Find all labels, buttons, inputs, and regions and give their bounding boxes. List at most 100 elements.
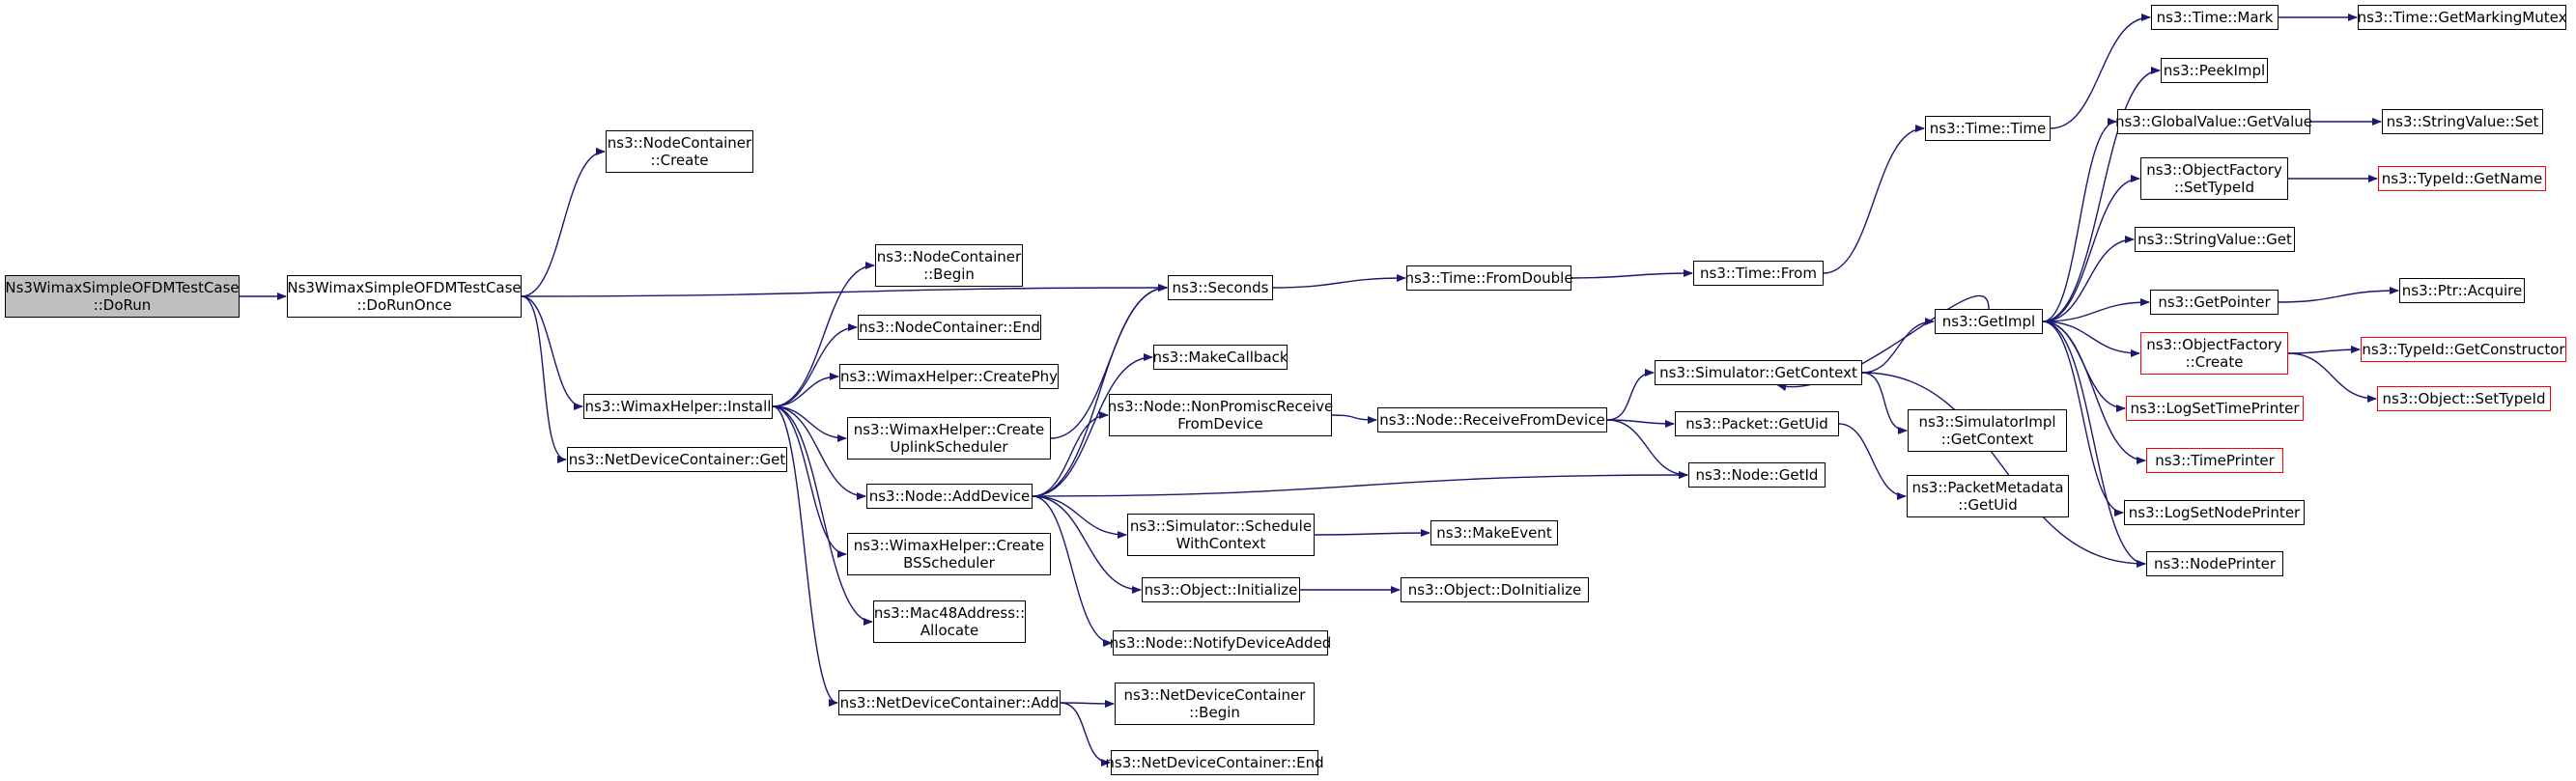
node-label: ns3::Time::GetMarkingMutex bbox=[2357, 9, 2567, 26]
edge-doRunOnce-seconds bbox=[521, 284, 1168, 297]
node-obj-fact-set-type-id[interactable]: ns3::ObjectFactory ::SetTypeId bbox=[2140, 157, 2288, 200]
node-string-value-get[interactable]: ns3::StringValue::Get bbox=[2135, 227, 2295, 252]
node-receive-from-device[interactable]: ns3::Node::ReceiveFromDevice bbox=[1377, 407, 1607, 432]
node-get-context[interactable]: ns3::Simulator::GetContext bbox=[1655, 360, 1862, 385]
node-obj-fact-create[interactable]: ns3::ObjectFactory ::Create bbox=[2140, 332, 2288, 375]
node-label: ns3::GetImpl bbox=[1941, 313, 2036, 330]
node-label: ns3::ObjectFactory ::SetTypeId bbox=[2146, 161, 2282, 196]
edge-addDevice-nonPromisc bbox=[1032, 411, 1109, 497]
edge-schedWithCtx-makeEvent bbox=[1314, 529, 1430, 538]
node-wimax-install[interactable]: ns3::WimaxHelper::Install bbox=[583, 394, 773, 419]
node-create-phy[interactable]: ns3::WimaxHelper::CreatePhy bbox=[839, 364, 1059, 389]
edge-wimaxInstall-macAllocate bbox=[772, 405, 873, 626]
edge-timeTime-timeMark bbox=[2050, 14, 2151, 129]
node-label: ns3::MakeEvent bbox=[1436, 524, 1552, 542]
node-get-marking-mutex[interactable]: ns3::Time::GetMarkingMutex bbox=[2358, 5, 2566, 30]
node-sim-impl-get-context[interactable]: ns3::SimulatorImpl ::GetContext bbox=[1908, 409, 2067, 452]
node-node-printer[interactable]: ns3::NodePrinter bbox=[2146, 551, 2283, 576]
node-obj-set-type-id[interactable]: ns3::Object::SetTypeId bbox=[2377, 386, 2551, 411]
node-obj-init[interactable]: ns3::Object::Initialize bbox=[1142, 577, 1300, 602]
node-do-initialize[interactable]: ns3::Object::DoInitialize bbox=[1401, 577, 1589, 602]
node-label: ns3::Node::NonPromiscReceive FromDevice bbox=[1107, 398, 1334, 432]
node-label: ns3::Simulator::Schedule WithContext bbox=[1129, 517, 1313, 552]
node-label: ns3::StringValue::Set bbox=[2386, 113, 2539, 130]
node-type-id-get-name[interactable]: ns3::TypeId::GetName bbox=[2378, 166, 2546, 191]
node-label: ns3::Time::Time bbox=[1929, 120, 2047, 137]
node-label: ns3::NodeContainer ::Begin bbox=[876, 248, 1022, 283]
node-global-get-value[interactable]: ns3::GlobalValue::GetValue bbox=[2115, 109, 2312, 134]
node-net-dev-get[interactable]: ns3::NetDeviceContainer::Get bbox=[567, 447, 787, 472]
edge-doRunOnce-nodeContainerCreate bbox=[521, 148, 606, 297]
node-label: ns3::Node::AddDevice bbox=[868, 488, 1031, 505]
edge-getImpl-globalGetValue bbox=[2042, 118, 2117, 322]
node-label: ns3::Object::Initialize bbox=[1144, 581, 1298, 599]
node-non-promisc[interactable]: ns3::Node::NonPromiscReceive FromDevice bbox=[1107, 394, 1334, 436]
edge-getImpl-timePrinter bbox=[2042, 321, 2146, 464]
node-type-id-get-ctor[interactable]: ns3::TypeId::GetConstructor bbox=[2361, 337, 2566, 362]
node-mac-allocate[interactable]: ns3::Mac48Address:: Allocate bbox=[873, 600, 1026, 643]
node-label: ns3::NetDeviceContainer::Add bbox=[839, 694, 1060, 711]
node-net-dev-begin[interactable]: ns3::NetDeviceContainer ::Begin bbox=[1115, 683, 1315, 725]
node-node-get-id[interactable]: ns3::Node::GetId bbox=[1688, 462, 1826, 488]
node-seconds[interactable]: ns3::Seconds bbox=[1168, 275, 1273, 300]
node-label: ns3::Node::ReceiveFromDevice bbox=[1379, 411, 1605, 429]
edge-getContext-simImplGetContext bbox=[1861, 372, 1908, 434]
node-log-set-time-printer[interactable]: ns3::LogSetTimePrinter bbox=[2126, 396, 2304, 421]
node-make-callback[interactable]: ns3::MakeCallback bbox=[1152, 345, 1288, 370]
node-from-double[interactable]: ns3::Time::FromDouble bbox=[1404, 265, 1573, 291]
node-label: ns3::NetDeviceContainer ::Begin bbox=[1123, 686, 1306, 721]
node-label: Ns3WimaxSimpleOFDMTestCase ::DoRunOnce bbox=[287, 279, 522, 314]
node-create-b-s[interactable]: ns3::WimaxHelper::Create BSScheduler bbox=[847, 533, 1051, 575]
node-node-container-end[interactable]: ns3::NodeContainer::End bbox=[858, 315, 1041, 340]
node-make-event[interactable]: ns3::MakeEvent bbox=[1430, 520, 1558, 545]
node-label: ns3::PeekImpl bbox=[2163, 62, 2266, 79]
node-label: ns3::GetPointer bbox=[2158, 293, 2271, 311]
node-pkt-meta-get-uid[interactable]: ns3::PacketMetadata ::GetUid bbox=[1907, 475, 2069, 517]
node-label: ns3::Node::GetId bbox=[1695, 466, 1819, 484]
node-label: ns3::MakeCallback bbox=[1152, 349, 1288, 366]
node-ptr-acquire[interactable]: ns3::Ptr::Acquire bbox=[2399, 278, 2525, 303]
node-get-pointer[interactable]: ns3::GetPointer bbox=[2150, 290, 2279, 315]
node-string-value-set[interactable]: ns3::StringValue::Set bbox=[2382, 109, 2543, 134]
node-label: ns3::NetDeviceContainer::Get bbox=[568, 451, 786, 468]
edge-wimaxInstall-nodeContainerBegin bbox=[772, 262, 875, 407]
edge-wimaxInstall-netDevAdd bbox=[772, 405, 838, 707]
node-label: ns3::WimaxHelper::Install bbox=[584, 398, 772, 415]
node-sched-with-ctx[interactable]: ns3::Simulator::Schedule WithContext bbox=[1127, 514, 1315, 556]
edge-objFactCreate-objSetTypeId bbox=[2287, 352, 2377, 403]
node-create-uplink[interactable]: ns3::WimaxHelper::Create UplinkScheduler bbox=[847, 417, 1051, 460]
edge-addDevice-objInit bbox=[1032, 495, 1142, 594]
node-peek-impl[interactable]: ns3::PeekImpl bbox=[2161, 58, 2268, 83]
edge-wimaxInstall-addDevice bbox=[772, 405, 866, 500]
node-time-mark[interactable]: ns3::Time::Mark bbox=[2151, 5, 2279, 30]
edge-addDevice-seconds bbox=[1032, 284, 1168, 497]
edge-doRunOnce-wimaxInstall bbox=[521, 295, 583, 410]
node-do-run-once[interactable]: Ns3WimaxSimpleOFDMTestCase ::DoRunOnce bbox=[287, 275, 522, 318]
edge-getPointer-ptrAcquire bbox=[2278, 287, 2399, 303]
node-label: Ns3WimaxSimpleOFDMTestCase ::DoRun bbox=[5, 279, 240, 314]
node-label: ns3::Mac48Address:: Allocate bbox=[873, 604, 1026, 639]
node-time-from[interactable]: ns3::Time::From bbox=[1693, 261, 1824, 286]
node-label: ns3::WimaxHelper::Create BSScheduler bbox=[853, 537, 1045, 572]
node-label: ns3::LogSetNodePrinter bbox=[2128, 504, 2301, 521]
edge-getImpl-objFactCreate bbox=[2042, 321, 2140, 357]
node-label: ns3::SimulatorImpl ::GetContext bbox=[1918, 413, 2056, 448]
node-node-container-create[interactable]: ns3::NodeContainer ::Create bbox=[606, 130, 753, 173]
edge-getContext-getImpl bbox=[1861, 318, 1935, 374]
node-node-container-begin[interactable]: ns3::NodeContainer ::Begin bbox=[875, 244, 1023, 287]
node-packet-get-uid[interactable]: ns3::Packet::GetUid bbox=[1675, 411, 1839, 436]
edge-getImpl-objFactSetTypeId bbox=[2042, 175, 2140, 322]
node-time-time[interactable]: ns3::Time::Time bbox=[1925, 116, 2051, 141]
node-time-printer[interactable]: ns3::TimePrinter bbox=[2146, 448, 2283, 473]
node-net-dev-add[interactable]: ns3::NetDeviceContainer::Add bbox=[838, 690, 1061, 715]
node-log-set-node-printer[interactable]: ns3::LogSetNodePrinter bbox=[2124, 500, 2305, 525]
node-label: ns3::Seconds bbox=[1172, 279, 1269, 296]
node-label: ns3::Time::From bbox=[1700, 265, 1817, 282]
edge-wimaxInstall-nodeContainerEnd bbox=[772, 323, 858, 407]
node-net-dev-end[interactable]: ns3::NetDeviceContainer::End bbox=[1105, 750, 1324, 775]
node-get-impl[interactable]: ns3::GetImpl bbox=[1935, 309, 2043, 334]
edge-receiveFromDevice-nodeGetId bbox=[1606, 419, 1688, 479]
node-add-device[interactable]: ns3::Node::AddDevice bbox=[866, 484, 1033, 509]
node-notify-added[interactable]: ns3::Node::NotifyDeviceAdded bbox=[1110, 630, 1331, 655]
